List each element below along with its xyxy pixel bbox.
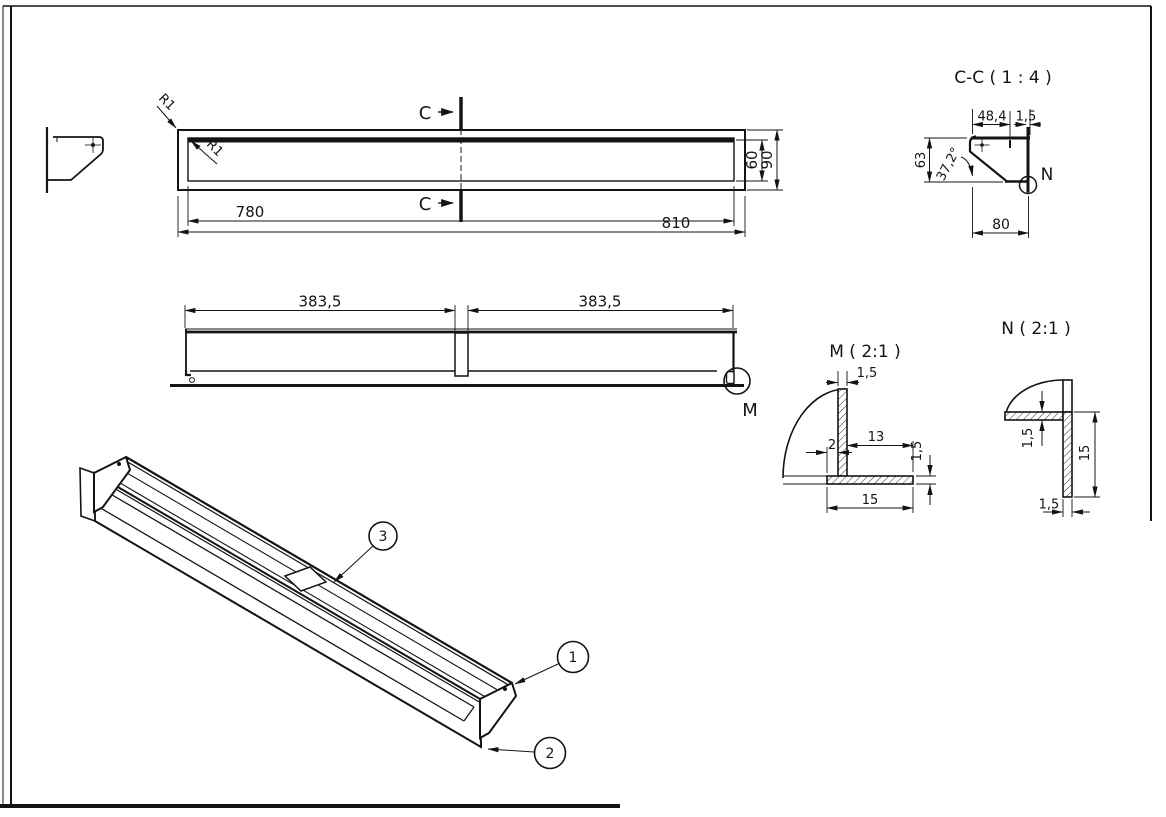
dim-depth: 63	[914, 152, 929, 169]
center-tab	[454, 332, 469, 377]
top-view	[156, 97, 783, 237]
dim-bottom-width: 80	[992, 217, 1010, 233]
isometric-view	[79, 455, 590, 770]
detail-m-view	[782, 371, 936, 513]
detail-m-title: M ( 2:1 )	[829, 342, 901, 362]
n-dim-wall: 1,5	[1039, 498, 1060, 513]
fillet-label-outer: R1	[155, 91, 178, 114]
balloon-1	[556, 640, 590, 674]
far-end-cap	[93, 455, 132, 514]
m-dim-offset: 2	[828, 438, 836, 453]
detail-n-circle	[1018, 175, 1038, 195]
dim-inner-width: 780	[236, 203, 265, 221]
m-dim-wall: 1,5	[857, 366, 878, 381]
section-label-bottom: C	[419, 194, 432, 215]
sheet-frame	[0, 5, 1152, 808]
section-line-c	[438, 97, 463, 222]
section-label-top: C	[419, 103, 432, 124]
balloon-3-label: 3	[379, 529, 388, 545]
rear-view	[170, 305, 751, 395]
n-dim-flange-length: 15	[1078, 445, 1093, 462]
side-profile-view	[45, 127, 104, 193]
balloon-labels: 3 1 2	[379, 529, 578, 762]
detail-n-ref-label: N	[1041, 165, 1054, 185]
n-dim-thickness: 1,5	[1021, 428, 1036, 449]
m-dim-inner-length: 13	[868, 430, 885, 445]
dim-left-half: 383,5	[299, 293, 342, 311]
hole-mark	[91, 143, 95, 147]
dim-outer-width: 810	[662, 214, 691, 232]
dim-angle: 37,2°	[934, 145, 964, 183]
section-cc-labels: C-C ( 1 : 4 ) 48,4 1,5 63 37,2° 80 N	[914, 68, 1053, 233]
section-cc-title: C-C ( 1 : 4 )	[954, 68, 1052, 88]
dim-top-width: 48,4	[978, 110, 1007, 125]
dim-lip: 1,5	[1016, 110, 1037, 125]
section-cc-view	[924, 109, 1041, 238]
detail-m-labels: M ( 2:1 ) 1,5 13 2 1,5 15	[828, 342, 925, 508]
detail-n-labels: N ( 2:1 ) 1,5 15 1,5	[1001, 319, 1093, 513]
dim-right-half: 383,5	[579, 293, 622, 311]
balloon-2-label: 2	[546, 746, 555, 762]
detail-n-title: N ( 2:1 )	[1001, 319, 1071, 339]
mount-hole	[189, 377, 195, 383]
detail-m-label: M	[742, 400, 758, 421]
rear-view-labels: 383,5 383,5 M	[299, 293, 758, 422]
detail-m-circle	[723, 367, 751, 395]
m-dim-flange-length: 15	[862, 493, 879, 508]
balloon-3	[368, 521, 398, 551]
top-view-labels: R1 R1 780 810 60 90 C C	[155, 91, 776, 232]
near-end-cap	[479, 681, 518, 740]
detail-n-view	[1004, 379, 1100, 517]
balloon-1-label: 1	[569, 650, 578, 666]
dim-outer-height: 90	[758, 150, 776, 169]
m-dim-thickness: 1,5	[910, 441, 925, 462]
divider-tab	[283, 566, 328, 592]
balloon-2	[533, 736, 567, 770]
dim-inner-height: 60	[743, 150, 761, 169]
